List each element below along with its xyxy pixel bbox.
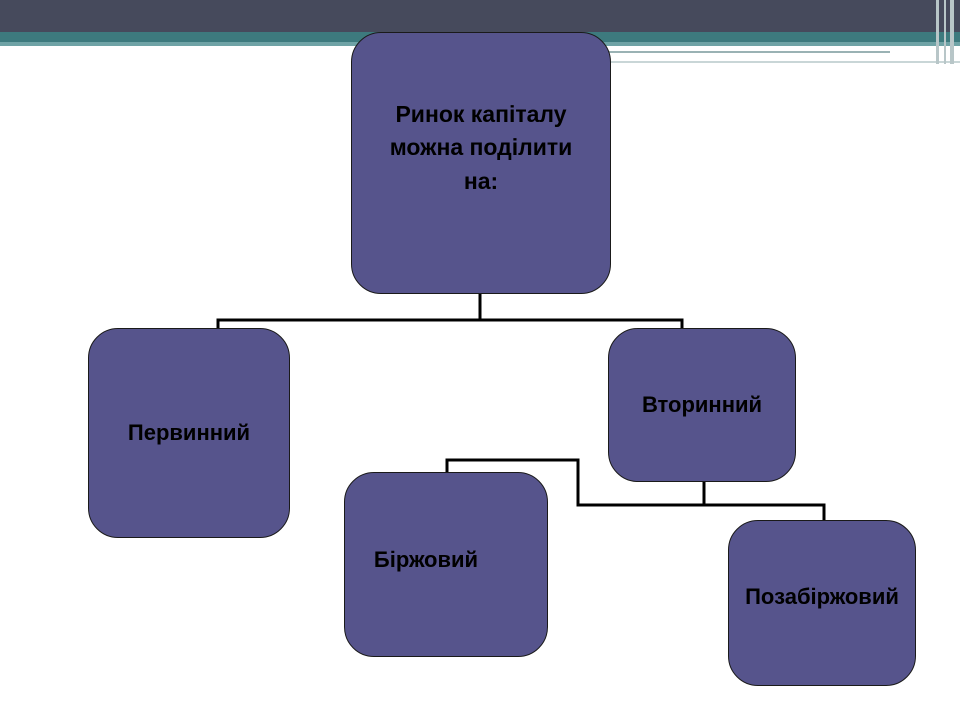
slide-decor-line bbox=[600, 51, 890, 53]
slide-decor-stripe bbox=[950, 0, 954, 64]
slide-header-bar bbox=[0, 0, 960, 32]
connector-root-primary bbox=[216, 293, 482, 330]
primary-market-label: Первинний bbox=[127, 420, 251, 445]
otc-market-node: Позабіржовий bbox=[728, 520, 916, 686]
connector-root-secondary bbox=[480, 318, 684, 330]
slide-decor-line bbox=[600, 61, 960, 63]
connector-secondary-exchange bbox=[445, 458, 706, 507]
secondary-market-node: Вторинний bbox=[608, 328, 796, 482]
root-node: Ринок капіталу можна поділити на: bbox=[351, 32, 611, 294]
root-node-line3: на: bbox=[463, 167, 499, 194]
root-node-line2: можна поділити bbox=[389, 134, 573, 161]
slide-decor-stripe bbox=[936, 0, 939, 64]
otc-market-label: Позабіржовий bbox=[745, 584, 899, 609]
root-node-line1: Ринок капіталу bbox=[395, 100, 567, 127]
connector-secondary-otc bbox=[704, 503, 826, 522]
exchange-market-label: Біржовий bbox=[373, 546, 479, 572]
exchange-market-node: Біржовий bbox=[344, 472, 548, 657]
slide-decor-stripe bbox=[944, 0, 946, 64]
primary-market-node: Первинний bbox=[88, 328, 290, 538]
secondary-market-label: Вторинний bbox=[641, 392, 763, 417]
